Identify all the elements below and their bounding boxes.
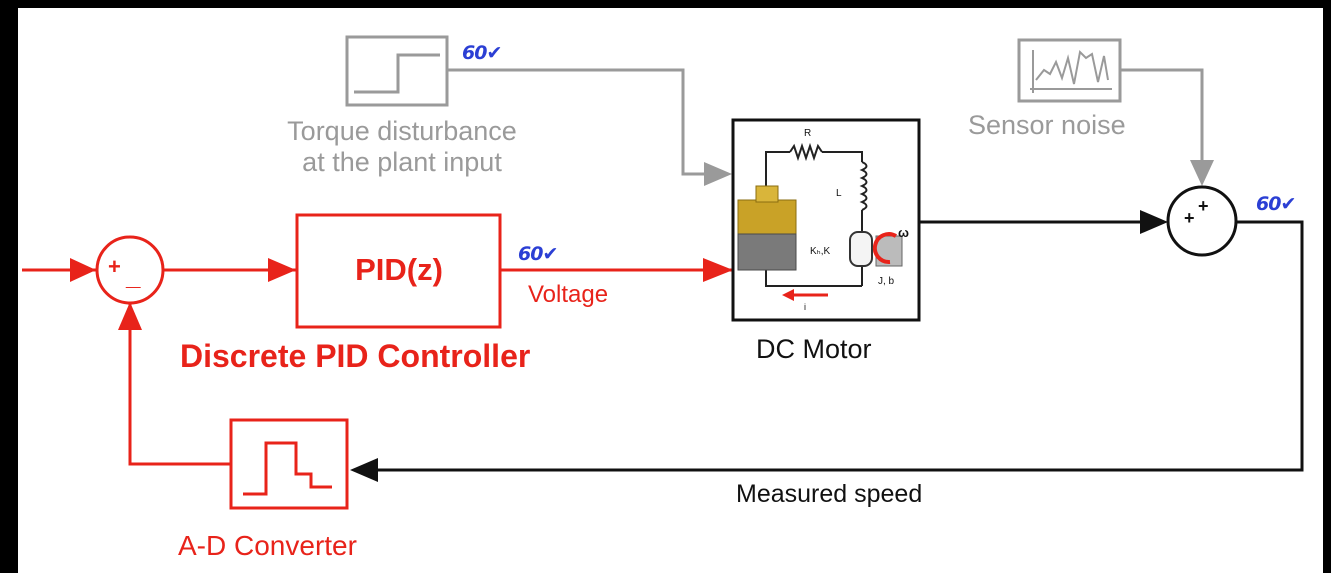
red-arrowheads xyxy=(70,258,733,330)
disturbance-arrowhead xyxy=(704,162,732,186)
pid-block-text: PID(z) xyxy=(355,252,443,287)
current-arrow-icon xyxy=(782,289,794,301)
noise-sum-input-arrowhead xyxy=(1140,210,1168,234)
ad-converter-block[interactable] xyxy=(229,418,349,510)
scope-marker-output-icon[interactable]: 60✔ xyxy=(1256,193,1296,215)
sum-noise-plus-sign-2: + xyxy=(1198,196,1209,216)
noise-arrowhead xyxy=(1190,160,1214,186)
motor-icon-label-kb-ki: Kₕ,K xyxy=(810,246,831,257)
torque-disturbance-block[interactable] xyxy=(345,35,449,107)
motor-icon-label-r: R xyxy=(804,128,812,139)
motor-icon-label-l: L xyxy=(836,188,842,199)
sum-noise-plus-sign-1: + xyxy=(1184,208,1195,228)
sum-block-feedback[interactable] xyxy=(95,235,165,305)
sum-feedback-minus-sign: _ xyxy=(126,261,141,291)
gray-arrowheads xyxy=(704,160,1214,186)
dc-motor-block[interactable] xyxy=(731,118,921,322)
torque-disturbance-line xyxy=(447,68,710,176)
sum-feedback-arrowhead xyxy=(118,302,142,330)
black-arrowheads xyxy=(350,210,1168,482)
feedback-signal-line xyxy=(128,304,230,466)
pid-block[interactable] xyxy=(295,213,502,329)
omega-arrow-icon xyxy=(872,232,898,265)
motor-input-arrowhead xyxy=(703,258,733,282)
sensor-noise-block[interactable] xyxy=(1017,38,1122,103)
red-signal-lines xyxy=(22,268,733,466)
sensor-noise-line xyxy=(1120,68,1204,160)
measured-speed-label: Measured speed xyxy=(736,480,923,508)
motor-icon-label-j-b: J, b xyxy=(878,276,895,287)
measured-speed-line xyxy=(378,220,1304,472)
scope-marker-voltage-icon[interactable]: 60✔ xyxy=(518,243,558,265)
black-signal-lines xyxy=(378,220,1304,472)
sum-block-noise[interactable] xyxy=(1166,185,1238,257)
motor-shaft-cap xyxy=(755,185,779,203)
ad-converter-caption: A-D Converter xyxy=(178,530,357,561)
motor-circuit-icon xyxy=(765,142,868,287)
torque-disturbance-label-line2: at the plant input xyxy=(302,147,502,178)
motor-icon-label-i: i xyxy=(804,302,806,312)
gray-signal-lines xyxy=(447,68,1204,176)
step-icon xyxy=(354,53,440,94)
pid-input-arrowhead xyxy=(268,258,296,282)
motor-body-top xyxy=(737,199,797,237)
torque-disturbance-label: Torque disturbance at the plant input xyxy=(232,116,572,178)
dc-motor-caption: DC Motor xyxy=(756,334,872,364)
motor-icon-label-omega: ω xyxy=(898,225,909,240)
zoh-step-icon xyxy=(243,441,332,496)
reference-arrowhead xyxy=(70,258,96,282)
noise-waveform-icon xyxy=(1035,49,1109,85)
motor-body-bottom xyxy=(737,233,797,271)
sensor-noise-label: Sensor noise xyxy=(968,110,1126,140)
ad-input-arrowhead xyxy=(350,458,378,482)
sum-feedback-plus-sign: + xyxy=(108,254,121,279)
pid-caption: Discrete PID Controller xyxy=(180,338,531,374)
scope-marker-disturbance-icon[interactable]: 60✔ xyxy=(462,42,502,64)
back-emf-element xyxy=(849,231,873,267)
torque-disturbance-label-line1: Torque disturbance xyxy=(287,116,517,146)
voltage-label: Voltage xyxy=(528,281,609,308)
